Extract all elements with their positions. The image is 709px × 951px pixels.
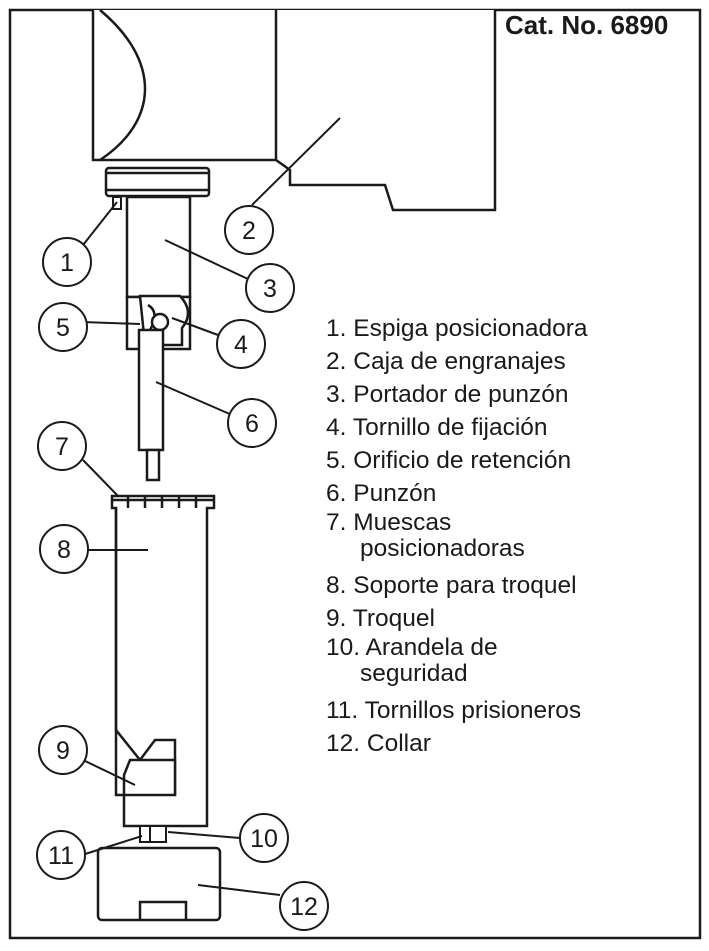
callout-2-label: 2 xyxy=(242,217,256,245)
legend-text: Arandela de xyxy=(365,634,498,661)
callout-9-label: 9 xyxy=(56,737,70,765)
callout-4-label: 4 xyxy=(234,331,248,359)
catalog-number: Cat. No. 6890 xyxy=(505,10,669,40)
legend-num: 2. xyxy=(326,348,347,375)
legend-num: 12. xyxy=(326,730,361,757)
legend-item-2: 2. Caja de engranajes xyxy=(326,345,696,378)
callout-12-label: 12 xyxy=(290,893,318,921)
punch-holder xyxy=(125,195,192,351)
leader-lines xyxy=(81,117,341,896)
callout-1 xyxy=(42,237,92,287)
legend-text: Muescas xyxy=(353,509,452,536)
callout-5 xyxy=(38,302,88,352)
legend-num: 3. xyxy=(326,381,347,408)
legend-num: 4. xyxy=(326,414,347,441)
callout-3 xyxy=(245,263,295,313)
die xyxy=(122,758,177,797)
callout-12 xyxy=(279,881,329,931)
callout-9 xyxy=(38,725,88,775)
callout-1-label: 1 xyxy=(60,249,74,277)
die-holder xyxy=(110,494,216,828)
legend-item-6: 6. Punzón xyxy=(326,477,696,510)
legend-item-8: 8. Soporte para troquel xyxy=(326,569,696,602)
legend-item-5: 5. Orificio de retención xyxy=(326,444,696,477)
legend-text: Tornillo de fijación xyxy=(352,414,548,441)
legend-text: Espiga posicionadora xyxy=(353,315,588,342)
legend-item-11: 11. Tornillos prisioneros xyxy=(326,694,696,727)
legend-item-4: 4. Tornillo de fijación xyxy=(326,411,696,444)
callout-2 xyxy=(224,205,274,255)
callout-3-label: 3 xyxy=(263,275,277,303)
legend-text: Troquel xyxy=(352,605,435,632)
legend-num: 6. xyxy=(326,480,347,507)
collar xyxy=(96,846,222,922)
legend-text: Caja de engranajes xyxy=(353,348,566,375)
callout-8 xyxy=(39,524,89,574)
callout-4 xyxy=(216,319,266,369)
callout-8-label: 8 xyxy=(57,536,71,564)
legend-text: Soporte para troquel xyxy=(353,572,577,599)
gear-collar xyxy=(104,166,211,198)
legend-text: Punzón xyxy=(353,480,437,507)
legend-text: Collar xyxy=(366,730,431,757)
callout-7 xyxy=(37,421,87,471)
callout-11-label: 11 xyxy=(48,842,74,870)
legend-item-3: 3. Portador de punzón xyxy=(326,378,696,411)
legend-text-continued: seguridad xyxy=(360,660,468,687)
legend-num: 8. xyxy=(326,572,347,599)
legend-text-continued: posicionadoras xyxy=(360,535,525,562)
gearbox-body xyxy=(91,9,497,212)
legend-num: 11. xyxy=(326,697,359,724)
punch xyxy=(137,328,165,482)
legend-item-1: 1. Espiga posicionadora xyxy=(326,312,696,345)
set-screws xyxy=(139,825,167,843)
callout-10-label: 10 xyxy=(250,825,278,853)
legend-num: 9. xyxy=(326,605,347,632)
callout-11 xyxy=(36,830,86,880)
legend-num: 5. xyxy=(326,447,347,474)
callout-6 xyxy=(227,398,277,448)
legend-item-12: 12. Collar xyxy=(326,727,696,760)
legend-text: Portador de punzón xyxy=(353,381,569,408)
callout-7-label: 7 xyxy=(55,433,69,461)
callout-10 xyxy=(239,813,289,863)
legend-text: Orificio de retención xyxy=(353,447,572,474)
callout-5-label: 5 xyxy=(56,314,70,342)
parts-legend: 1. Espiga posicionadora 2. Caja de engra… xyxy=(326,312,696,760)
legend-num: 7. xyxy=(326,509,347,536)
legend-num: 1. xyxy=(326,315,347,342)
legend-item-9: 9. Troquel xyxy=(326,602,696,635)
legend-num: 10. xyxy=(326,634,361,661)
callout-6-label: 6 xyxy=(245,410,259,438)
legend-text: Tornillos prisioneros xyxy=(364,697,582,724)
